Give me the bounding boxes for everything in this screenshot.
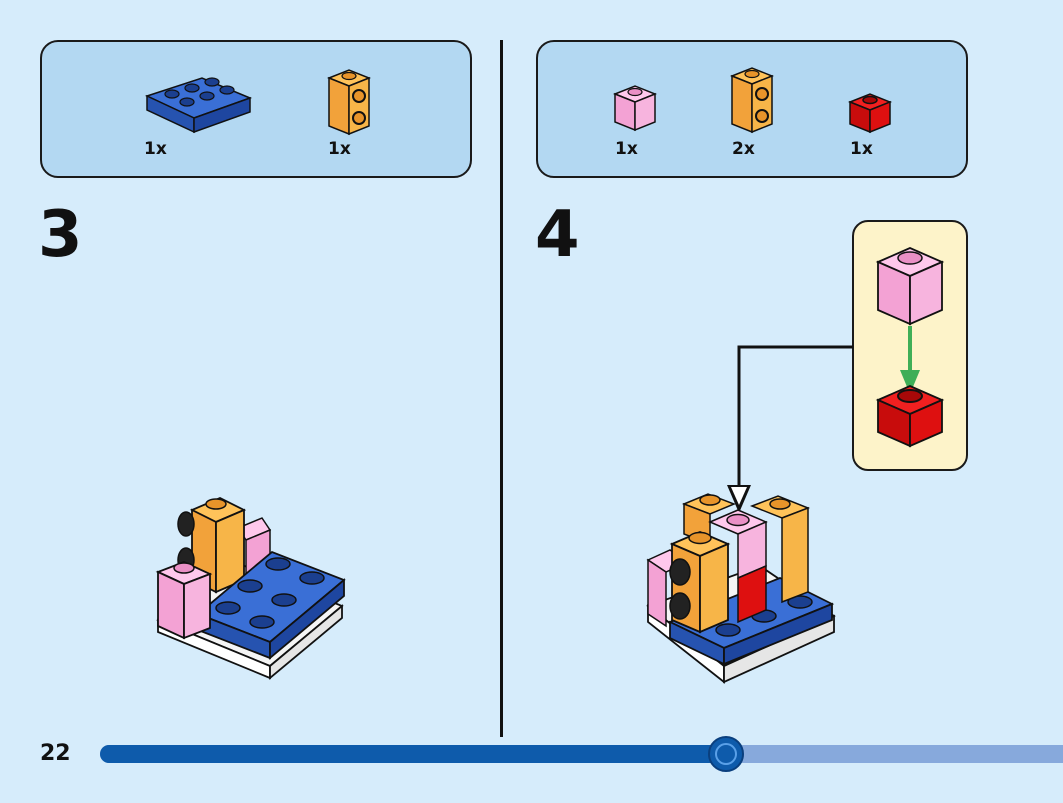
progress-fill [100, 745, 726, 763]
part-qty: 2x [732, 139, 755, 159]
step-4-model [646, 493, 836, 684]
part-qty: 1x [144, 139, 167, 159]
page-divider [500, 40, 503, 737]
part-qty: 1x [615, 139, 638, 159]
page-number: 22 [40, 741, 71, 766]
pink-brick-icon [612, 85, 658, 132]
callout-connector [727, 345, 853, 513]
part-qty: 1x [328, 139, 351, 159]
callout-red-brick [875, 385, 945, 448]
parts-panel-step-4: 1x 2x 1x [536, 40, 968, 178]
part-qty: 1x [850, 139, 873, 159]
parts-panel-step-3: 1x 1x [40, 40, 472, 178]
callout-pink-brick [875, 247, 945, 326]
step-number: 4 [535, 198, 580, 272]
placement-arrow-icon [900, 326, 920, 394]
progress-knob [707, 736, 744, 772]
blue-plate-icon [144, 77, 253, 134]
orange-brick-icon [729, 67, 775, 134]
red-brick-icon [847, 93, 893, 134]
step-number: 3 [38, 198, 83, 272]
step-3-model [155, 497, 346, 680]
orange-brick-icon [326, 69, 372, 136]
